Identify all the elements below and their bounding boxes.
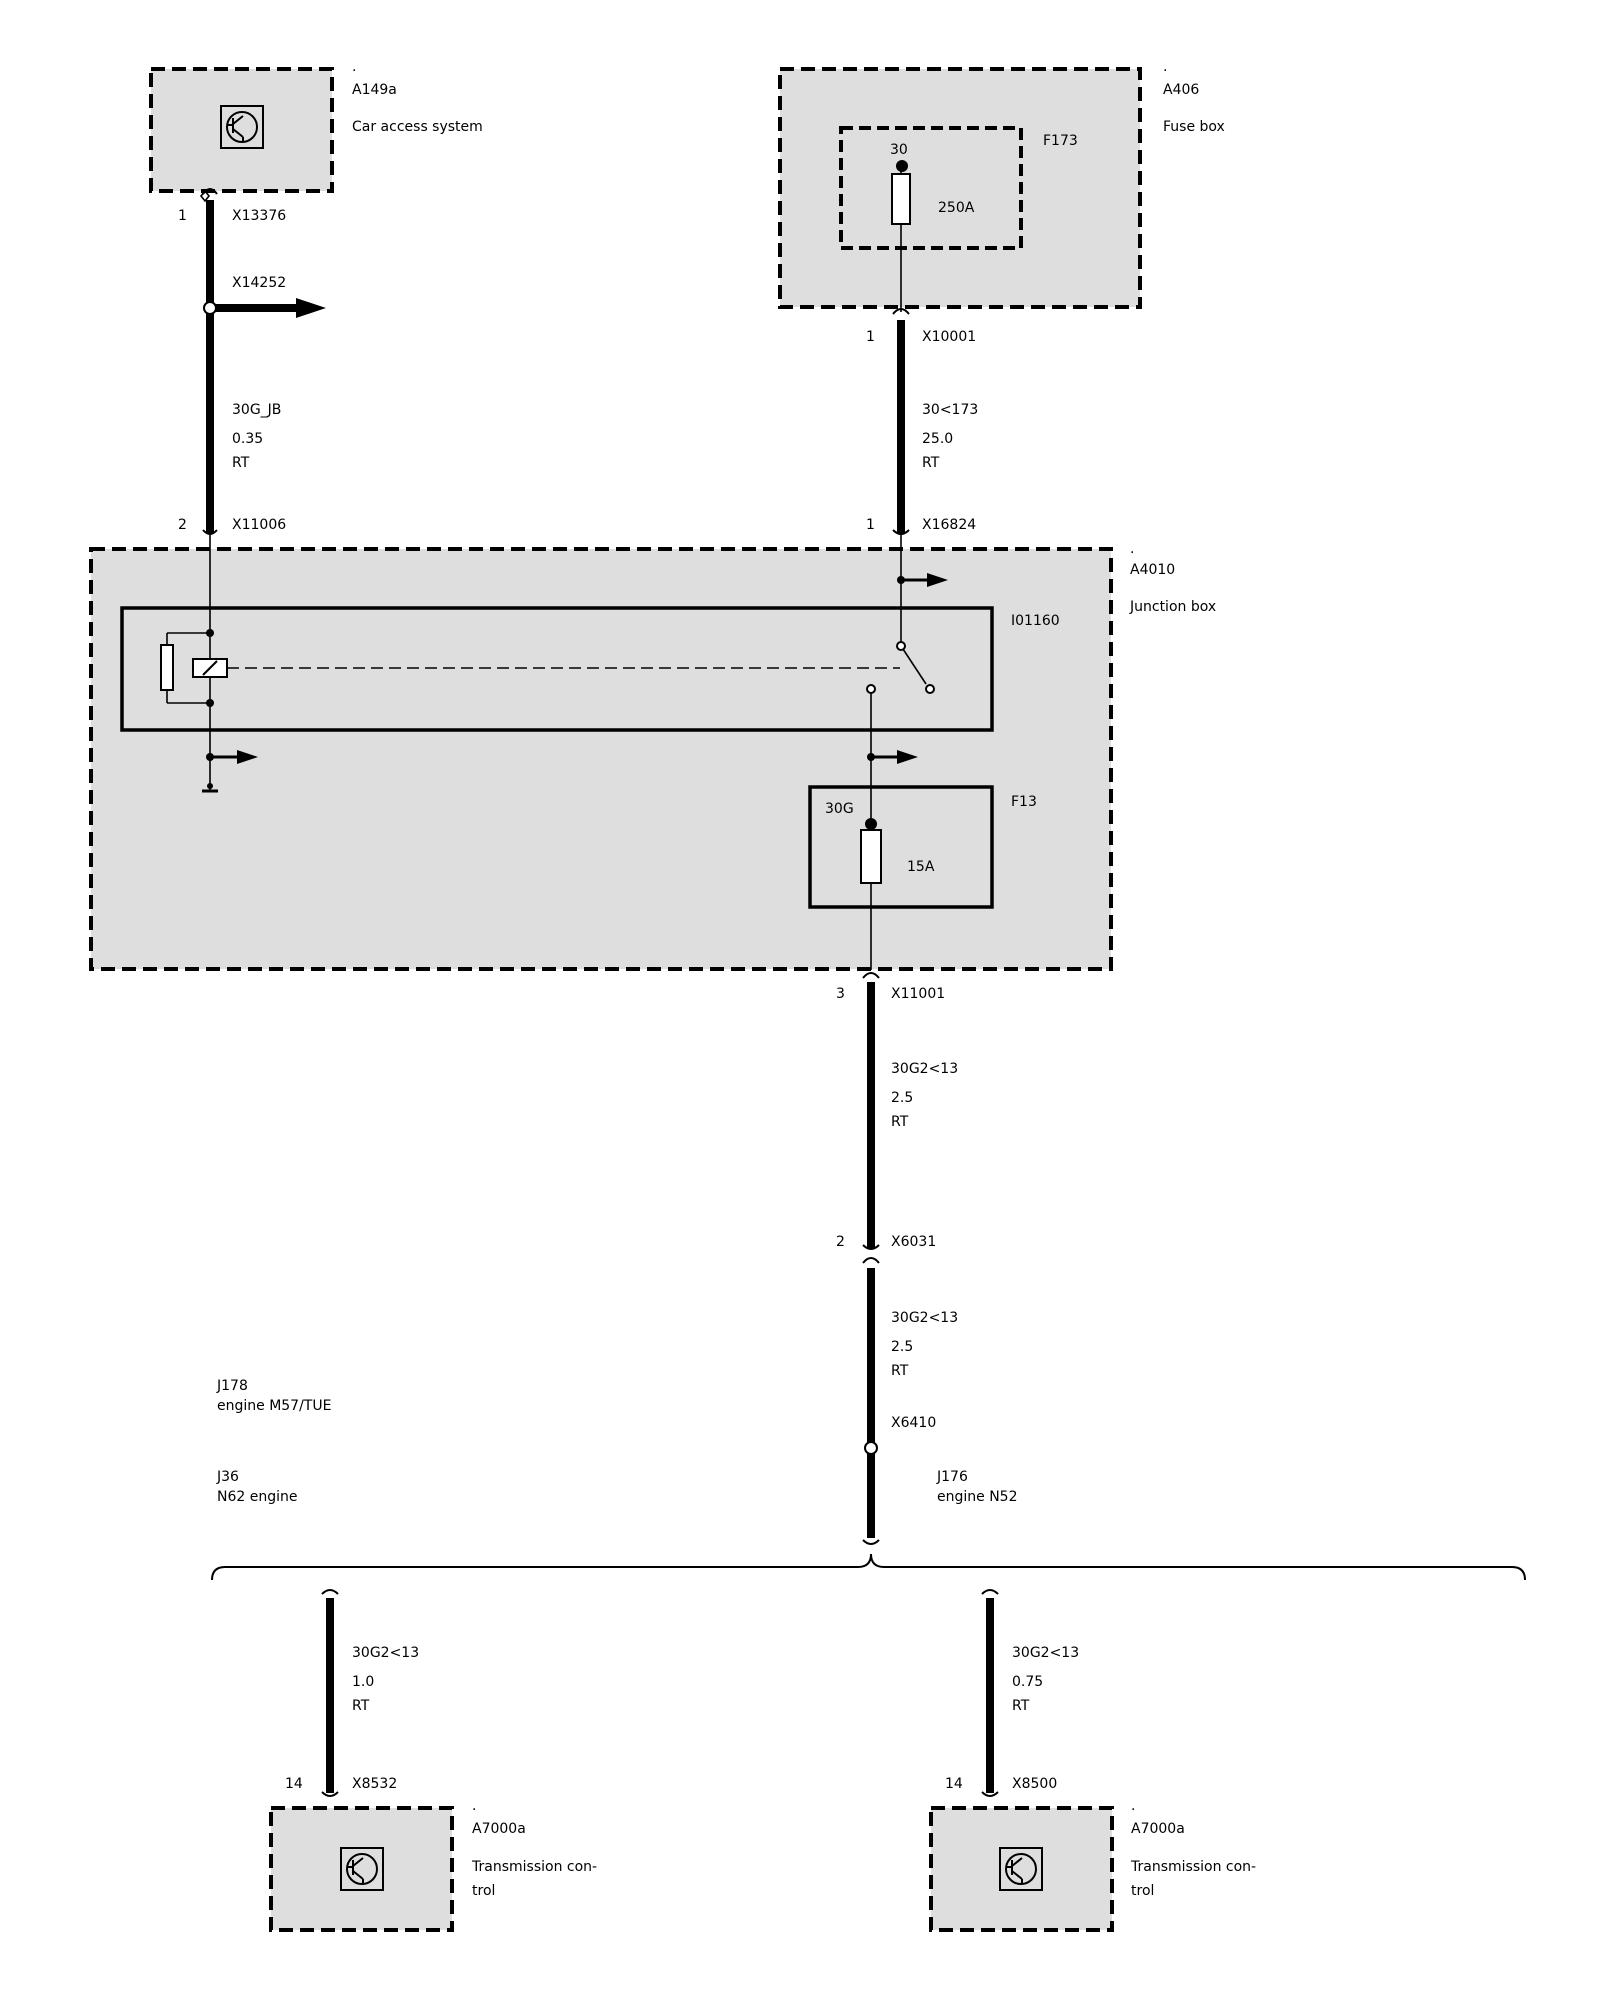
x11001-id: X11001: [891, 986, 945, 1002]
x16824-pin: 1: [866, 517, 875, 533]
x11006-pin: 2: [178, 517, 187, 533]
control-unit-icon: [220, 105, 264, 149]
a149a-dot: .: [352, 59, 356, 75]
w5-signal: 30G2<13: [352, 1645, 419, 1661]
w2-size: 25.0: [922, 431, 953, 447]
variant-brace: [211, 1553, 1526, 1581]
f13-rating: 15A: [907, 859, 935, 875]
w5-size: 1.0: [352, 1674, 374, 1690]
w4-color: RT: [891, 1363, 909, 1379]
w3-signal: 30G2<13: [891, 1061, 958, 1077]
x8500-pin: 14: [945, 1776, 963, 1792]
component-a149a[interactable]: [149, 67, 334, 193]
wire-30g2-13-main[interactable]: [862, 972, 880, 1545]
w4-size: 2.5: [891, 1339, 913, 1355]
w5-color: RT: [352, 1698, 370, 1714]
j178-id: J178: [216, 1378, 248, 1394]
component-a406[interactable]: [778, 67, 1142, 312]
x13376-pin: 1: [178, 208, 187, 224]
a149a-id: A149a: [352, 82, 397, 98]
x8532-id: X8532: [352, 1776, 397, 1792]
a149a-name: Car access system: [352, 119, 483, 135]
j36-label: N62 engine: [217, 1489, 298, 1505]
j178-label: engine M57/TUE: [217, 1398, 331, 1414]
x11006-id: X11006: [232, 517, 286, 533]
x6031-pin: 2: [836, 1234, 845, 1250]
control-unit-icon: [340, 1847, 384, 1891]
x10001-pin: 1: [866, 329, 875, 345]
i01160-id: I01160: [1011, 613, 1060, 629]
x10001-id: X10001: [922, 329, 976, 345]
a4010-name: Junction box: [1129, 599, 1216, 615]
w6-signal: 30G2<13: [1012, 1645, 1079, 1661]
w1-color: RT: [232, 455, 250, 471]
a4010-id: A4010: [1130, 562, 1175, 578]
a7000a-left-name-2: trol: [472, 1883, 495, 1899]
a7000a-right-id: A7000a: [1131, 1821, 1185, 1837]
w2-signal: 30<173: [922, 402, 978, 418]
x8500-id: X8500: [1012, 1776, 1057, 1792]
x14252-id: X14252: [232, 275, 286, 291]
x6031-id: X6031: [891, 1234, 936, 1250]
a4010-dot: .: [1130, 541, 1134, 557]
wire-30g2-13-right[interactable]: [981, 1589, 999, 1797]
f173-terminal: 30: [890, 142, 908, 158]
a7000a-left-name-1: Transmission con-: [471, 1859, 597, 1875]
w6-size: 0.75: [1012, 1674, 1043, 1690]
x8532-pin: 14: [285, 1776, 303, 1792]
relay-i01160-icon: [160, 545, 948, 825]
x11001-pin: 3: [836, 986, 845, 1002]
j36-id: J36: [216, 1469, 239, 1485]
f13-terminal: 30G: [825, 801, 854, 817]
component-a7000a-right[interactable]: [929, 1806, 1114, 1932]
a7000a-right-name-2: trol: [1131, 1883, 1154, 1899]
w6-color: RT: [1012, 1698, 1030, 1714]
control-unit-icon: [999, 1847, 1043, 1891]
j176-label: engine N52: [937, 1489, 1018, 1505]
f173-id: F173: [1043, 133, 1078, 149]
component-a4010[interactable]: [89, 545, 1113, 971]
a406-name: Fuse box: [1163, 119, 1225, 135]
w1-size: 0.35: [232, 431, 263, 447]
w3-color: RT: [891, 1114, 909, 1130]
a406-dot: .: [1163, 59, 1167, 75]
f173-rating: 250A: [938, 200, 975, 216]
a7000a-left-dot: .: [472, 1798, 476, 1814]
component-a7000a-left[interactable]: [269, 1806, 454, 1932]
fuse-f13-icon: [860, 818, 882, 970]
j176-id: J176: [936, 1469, 968, 1485]
w3-size: 2.5: [891, 1090, 913, 1106]
a7000a-left-id: A7000a: [472, 1821, 526, 1837]
x6410-id: X6410: [891, 1415, 936, 1431]
w1-signal: 30G_JB: [232, 402, 281, 418]
w4-signal: 30G2<13: [891, 1310, 958, 1326]
wire-30g2-13-left[interactable]: [321, 1589, 339, 1797]
x13376-id: X13376: [232, 208, 286, 224]
wire-30-173[interactable]: [892, 308, 910, 545]
f13-id: F13: [1011, 794, 1037, 810]
wire-30g-jb[interactable]: [199, 188, 326, 545]
a7000a-right-dot: .: [1131, 1798, 1135, 1814]
x16824-id: X16824: [922, 517, 976, 533]
a7000a-right-name-1: Transmission con-: [1130, 1859, 1256, 1875]
fuse-f173-icon: [891, 160, 911, 312]
a406-id: A406: [1163, 82, 1199, 98]
w2-color: RT: [922, 455, 940, 471]
